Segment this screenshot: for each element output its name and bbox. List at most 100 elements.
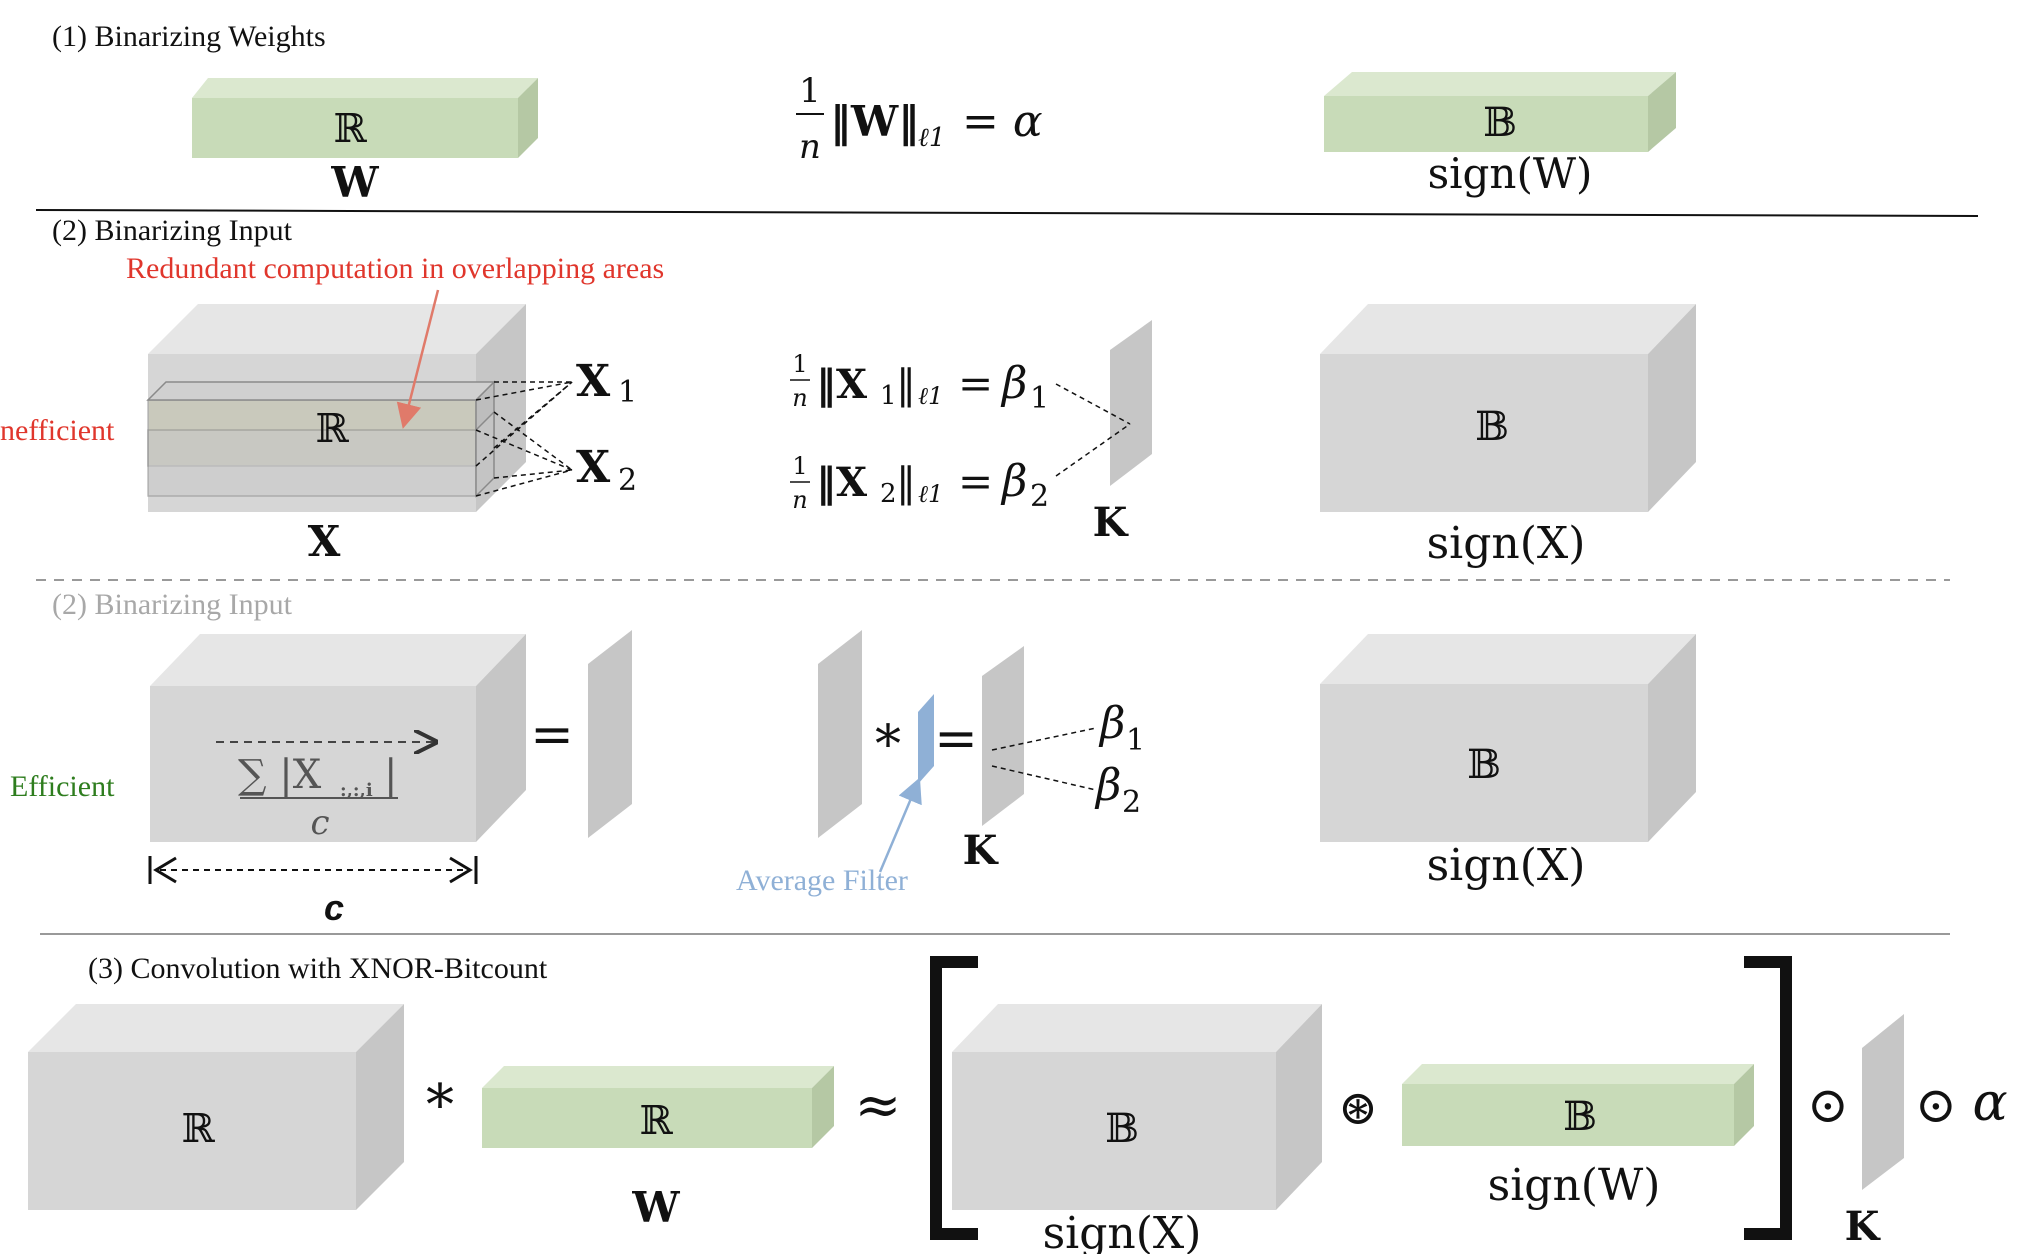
conv-real-2: ℝ [639,1098,673,1144]
real-symbol: ℝ [333,106,367,152]
binary-tensor-mid [1320,634,1696,842]
beta2-norm-sub: 2 [880,479,897,509]
odot-1: ⊙ [1807,1076,1849,1134]
conv-op: * [426,1073,454,1138]
conv-real-1: ℝ [181,1106,215,1152]
label-K-mid: K [963,827,999,874]
binary-symbol: 𝔹 [1483,100,1517,146]
beta-K-dashes [1055,383,1131,477]
beta1-out: β [1098,698,1125,749]
beta1-out-sub: 1 [1126,723,1145,758]
sum-sub: :,:,i [340,780,373,801]
beta2-sub: ℓ1 [918,480,943,508]
beta2-frac-num: 1 [792,452,807,480]
beta2-out: β [1094,760,1121,811]
label-X2: X [576,442,611,493]
redundant-label: Redundant computation in overlapping are… [126,252,664,285]
section-weights-title: (1) Binarizing Weights [52,20,326,53]
beta2-out-sub: 2 [1122,785,1141,820]
label-sign-X-top: sign(X) [1427,518,1586,569]
beta1-frac-den: n [792,384,807,412]
alpha-rhs: = α [962,96,1043,147]
label-K-top: K [1093,499,1129,546]
conv-weight-block [482,1066,834,1148]
beta2-eq: = [958,457,993,506]
binary-symbol-mid: 𝔹 [1467,742,1501,788]
beta1-symbol: β [1000,358,1027,409]
alpha-formula: 1 n ‖W‖ ℓ1 = α [796,71,1043,167]
average-filter-plane [918,694,934,784]
input-tensor-X [146,304,526,512]
input-tensor-efficient [150,634,526,842]
alpha-norm: ‖W‖ [830,97,919,146]
beta1-norm-sub: 1 [880,381,897,411]
conv-label-K: K [1845,1203,1881,1250]
label-X1: X [576,356,611,407]
section-input-title: (2) Binarizing Input [52,214,293,247]
binary-tensor-top [1320,304,1696,512]
label-sign-X-mid: sign(X) [1427,840,1586,891]
label-W: W [330,158,379,207]
beta1-norm: ‖X [816,361,867,408]
weight-block-binary [1324,72,1676,152]
efficient-label: Efficient [10,770,115,803]
conv-label-sign-W: sign(W) [1488,1160,1661,1211]
label-X1-sub: 1 [618,375,637,410]
beta1-symbol-sub: 1 [1030,381,1049,416]
odot-2: ⊙ [1915,1076,1957,1134]
weight-block-real [192,78,538,158]
real-symbol-X: ℝ [315,406,349,452]
beta1-formula: 1 n ‖X 1 ‖ ℓ1 = β 1 [790,350,1049,416]
conv-op-mid: * [875,715,901,775]
beta1-frac-num: 1 [792,350,807,378]
sum-close: | [384,752,397,798]
conv-alpha: α [1972,1073,2007,1133]
conv-binary-1: 𝔹 [1105,1106,1139,1152]
sum-expr: ∑ |X [238,752,322,798]
conv-binary-weight-block [1402,1064,1754,1146]
slab-dashes [475,381,573,497]
conv-K-plane [1862,1014,1904,1190]
equals-2: = [934,709,978,769]
A-plane-2 [818,630,862,838]
label-X: X [308,517,341,566]
c-axis [148,856,478,884]
section-input-efficient-title: (2) Binarizing Input [52,588,293,621]
average-filter-arrow [878,777,922,873]
binary-symbol-top: 𝔹 [1475,404,1509,450]
beta1-norm-close: ‖ [896,362,916,408]
K-plane-mid [982,646,1024,826]
label-X2-sub: 2 [618,463,637,498]
beta2-formula: 1 n ‖X 2 ‖ ℓ1 = β 2 [790,452,1049,514]
sum-den: c [310,803,329,843]
conv-binary-2: 𝔹 [1563,1094,1597,1140]
conv-label-W: W [631,1183,680,1232]
xnor-conv-op: ⊛ [1338,1080,1378,1136]
beta2-frac-den: n [792,486,807,514]
K-plane-top [1110,320,1152,486]
conv-input-tensor [28,1004,404,1210]
approx-op: ≈ [855,1073,902,1138]
alpha-frac-num: 1 [799,71,821,111]
A-plane [588,630,632,838]
average-filter-label: Average Filter [736,864,908,897]
beta2-norm: ‖X [816,459,867,506]
inefficient-label: nefficient [0,414,115,447]
section-conv-title: (3) Convolution with XNOR-Bitcount [88,952,548,985]
beta1-eq: = [958,359,993,408]
beta2-symbol: β [1000,456,1027,507]
label-sign-W: sign(W) [1428,149,1593,198]
c-axis-label: c [324,887,344,928]
alpha-sub: ℓ1 [918,123,945,153]
right-bracket [1744,956,1792,1240]
alpha-frac-den: n [799,127,821,167]
left-bracket [930,956,978,1240]
divider-1 [35,209,1979,217]
beta2-symbol-sub: 2 [1030,479,1049,514]
beta2-norm-close: ‖ [896,460,916,506]
redundant-arrow [396,289,440,429]
conv-label-sign-X: sign(X) [1043,1208,1202,1254]
equals-1: = [530,705,574,765]
conv-binary-tensor [952,1004,1322,1210]
